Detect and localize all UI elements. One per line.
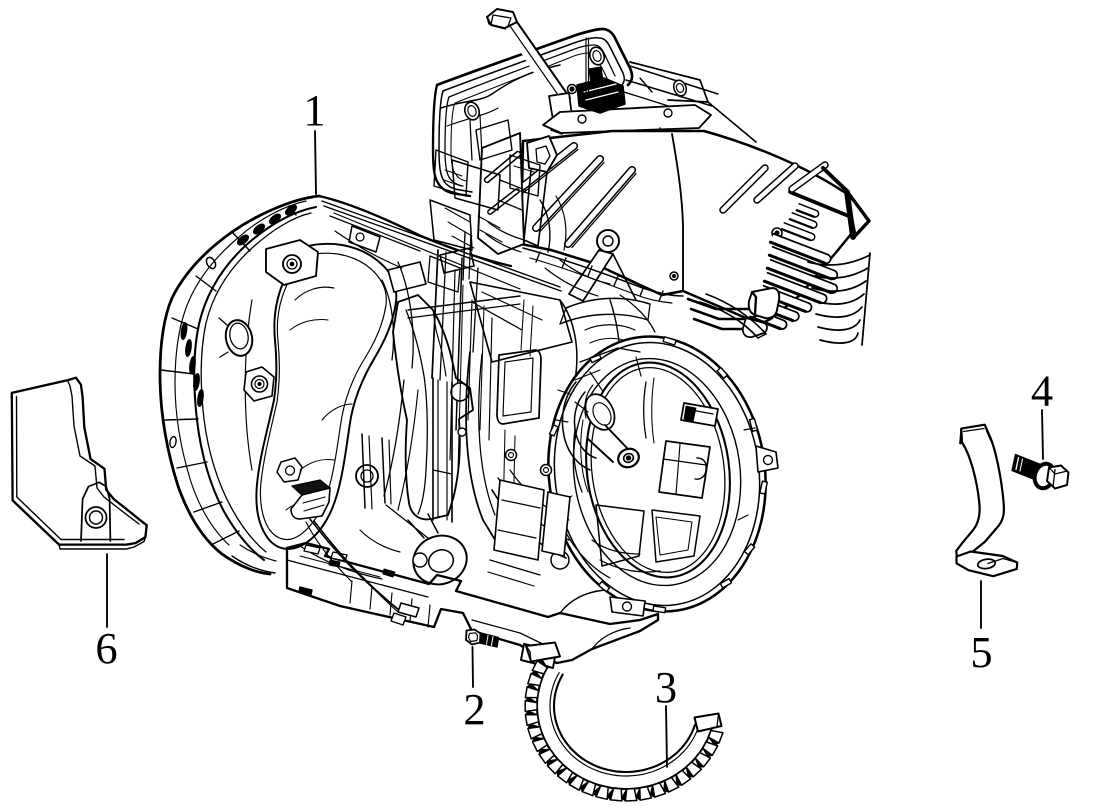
svg-text:1: 1 [303,85,325,135]
svg-text:6: 6 [95,623,117,673]
svg-text:2: 2 [463,684,485,734]
svg-text:4: 4 [1031,366,1053,416]
svg-text:3: 3 [655,662,677,712]
svg-text:5: 5 [970,627,992,677]
